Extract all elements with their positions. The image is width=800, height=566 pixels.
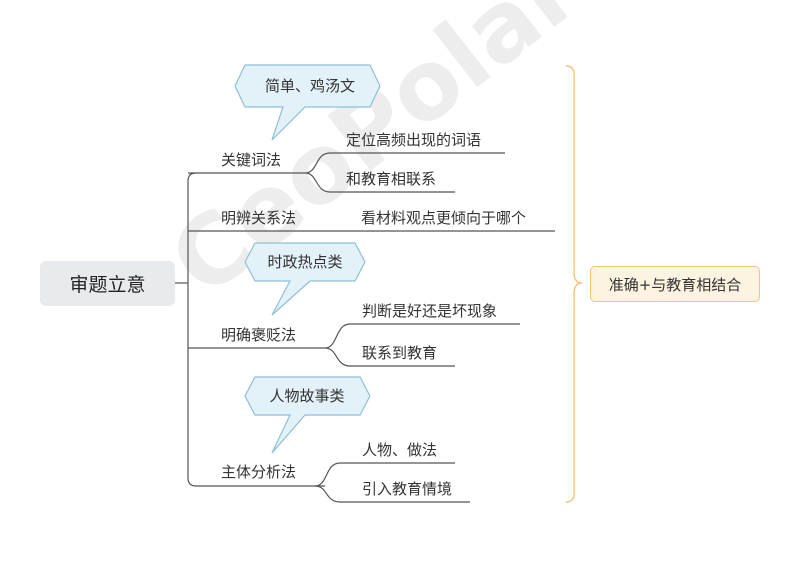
callout-bubble-subject [244, 376, 371, 454]
root-node: 审题立意 [40, 261, 175, 306]
callout-judgement: 时政热点类 [267, 253, 343, 271]
callout-bubble-keyword [234, 64, 381, 141]
branch-fork-judgement [324, 323, 520, 367]
leaf-keyword-1: 定位高频出现的词语 [346, 131, 482, 149]
leaf-subject-1: 人物、做法 [362, 441, 438, 459]
leaf-judgement-2: 联系到教育 [362, 344, 438, 362]
branch-label-keyword: 关键词法 [221, 151, 282, 169]
leaf-keyword-2: 和教育相联系 [346, 170, 437, 188]
branch-fork-keyword [304, 152, 505, 193]
leaf-relation-1: 看材料观点更倾向于哪个 [361, 209, 527, 227]
callout-subject: 人物故事类 [269, 387, 345, 405]
branch-fork-subject [314, 462, 470, 503]
callout-bubble-judgement [244, 242, 366, 316]
summary-brace [565, 65, 583, 503]
branch-label-judgement: 明确褒贬法 [221, 326, 297, 344]
summary-node: 准确+与教育相结合 [590, 266, 760, 302]
leaf-judgement-1: 判断是好还是坏现象 [362, 302, 498, 320]
branch-label-subject: 主体分析法 [221, 463, 297, 481]
branch-label-relation: 明辨关系法 [221, 209, 297, 227]
leaf-subject-2: 引入教育情境 [362, 480, 453, 498]
trunk-line [187, 172, 197, 487]
callout-keyword: 简单、鸡汤文 [264, 77, 355, 95]
